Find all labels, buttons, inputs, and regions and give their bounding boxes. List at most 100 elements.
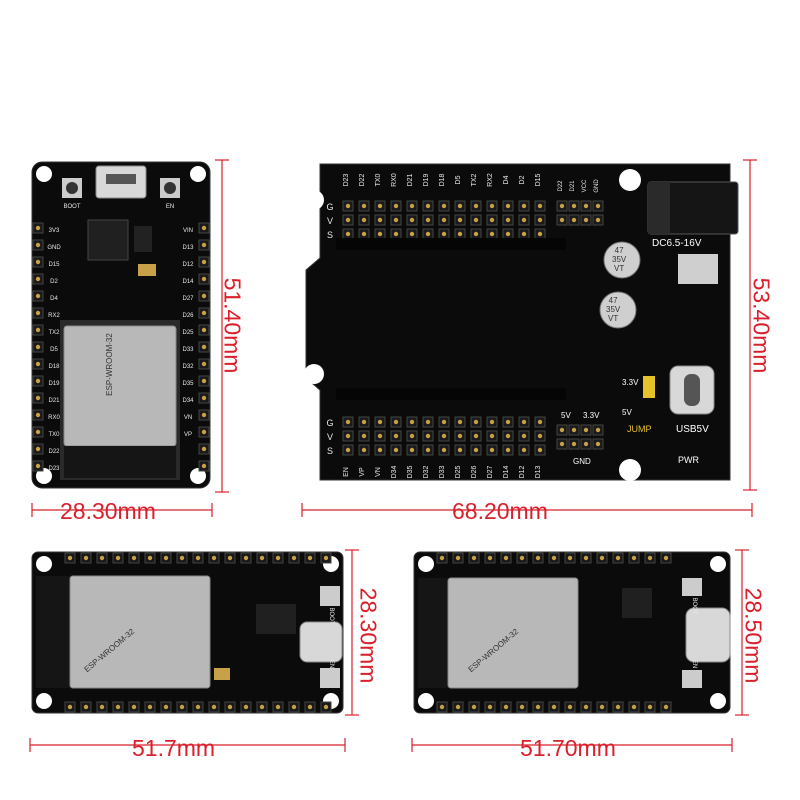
tl-width-label: 28.30mm (60, 498, 156, 524)
tl-pin-right-contact (201, 344, 207, 350)
tr-top-pin-label: RX0 (391, 173, 398, 187)
tr-bottom-pin-contact (409, 433, 415, 439)
tr-top-pin-contact (377, 217, 383, 223)
tr-top-pin-contact (489, 231, 495, 237)
tr-bottom-pin-contact (361, 433, 367, 439)
bl-pin-top-contact (211, 555, 217, 561)
br-pin-top-contact (455, 555, 461, 561)
bl-pin-top-contact (147, 555, 153, 561)
tr-aux-pin-contact (559, 203, 565, 209)
tr-bottom-pin-contact (457, 447, 463, 453)
tl-left-pin-label: D18 (48, 364, 60, 370)
bl-pin-bottom-contact (227, 704, 233, 710)
tl-right-pin-label: D35 (182, 381, 194, 387)
tr-top-pin-label: TX0 (375, 173, 382, 186)
tl-right-pin-label: VN (184, 415, 192, 421)
tl-right-pin-label: D32 (182, 364, 194, 370)
bl-pin-top-contact (67, 555, 73, 561)
tl-left-pin-label: D23 (48, 466, 60, 472)
tr-aux-pin-contact (595, 203, 601, 209)
tr-bottom-pin-contact (505, 447, 511, 453)
bl-pin-bottom-contact (147, 704, 153, 710)
tr-power-label: DC6.5-16V (652, 238, 702, 249)
tr-bottom-pin-contact (409, 447, 415, 453)
tr-top-pin-contact (473, 203, 479, 209)
tr-bottom-pin-contact (457, 433, 463, 439)
tr-bottom-pin-contact (345, 433, 351, 439)
br-pin-bottom-contact (503, 704, 509, 710)
tl-right-pin-label: D14 (182, 279, 194, 285)
tl-left-pin-label: TX0 (48, 432, 60, 438)
tr-aux-pin-label: D21 (570, 180, 576, 192)
tr-bottom-pin-contact (409, 419, 415, 425)
tr-bottom-pin-contact (361, 447, 367, 453)
tr-top-pin-contact (345, 203, 351, 209)
tr-power-pin-contact (571, 441, 577, 447)
br-pin-bottom-contact (567, 704, 573, 710)
tr-side-label: S (327, 230, 333, 240)
tr-power-pin-contact (595, 427, 601, 433)
tr-jump-label: JUMP (627, 424, 652, 434)
tr-bottom-pin-label: D34 (391, 465, 398, 478)
br-pin-top-contact (663, 555, 669, 561)
bl-pin-bottom-contact (131, 704, 137, 710)
tr-top-pin-contact (345, 217, 351, 223)
tr-aux-pin-contact (559, 217, 565, 223)
tl-right-pin-label: D25 (182, 330, 194, 336)
bl-height-label: 28.30mm (355, 587, 382, 684)
tr-bottom-pin-contact (473, 447, 479, 453)
tr-top-pin-contact (521, 217, 527, 223)
tr-jump-33-label: 3.3V (622, 378, 639, 387)
bl-pin-top-contact (99, 555, 105, 561)
tl-left-pin-label: 3V3 (49, 228, 60, 234)
tr-bottom-pin-contact (489, 447, 495, 453)
tl-right-pin-label: VP (184, 432, 192, 438)
tr-top-pin-contact (425, 203, 431, 209)
tr-bottom-pin-contact (425, 419, 431, 425)
bl-pin-top-contact (131, 555, 137, 561)
tr-bottom-pin-label: D32 (423, 465, 430, 478)
br-pin-bottom-contact (439, 704, 445, 710)
tr-bottom-pin-contact (425, 447, 431, 453)
tr-cap1-text: 47 35V VT (612, 246, 627, 273)
tr-top-pin-contact (473, 231, 479, 237)
bl-pin-top-contact (163, 555, 169, 561)
tr-bottom-pin-contact (521, 433, 527, 439)
tl-right-pin-label: D34 (182, 398, 194, 404)
tr-top-pin-contact (409, 217, 415, 223)
tr-top-pin-label: D19 (423, 173, 430, 186)
bl-pin-bottom-contact (115, 704, 121, 710)
tr-bottom-pin-contact (393, 419, 399, 425)
tr-side-label: G (326, 202, 333, 212)
br-pin-top-contact (439, 555, 445, 561)
tl-button-label: BOOT (63, 204, 80, 210)
tl-pin-right-contact (201, 412, 207, 418)
tl-pin-right-contact (201, 310, 207, 316)
bl-pin-top-contact (179, 555, 185, 561)
tr-pwr-label: PWR (678, 455, 699, 465)
br-pin-top-contact (471, 555, 477, 561)
br-pin-bottom-contact (599, 704, 605, 710)
tr-top-pin-contact (441, 217, 447, 223)
br-pin-top-contact (487, 555, 493, 561)
tr-top-pin-contact (441, 231, 447, 237)
tl-right-pin-label: D12 (182, 262, 194, 268)
br-pin-bottom-contact (583, 704, 589, 710)
tr-bottom-pin-label: D12 (519, 465, 526, 478)
tr-top-pin-contact (409, 203, 415, 209)
tl-pin-left-contact (35, 446, 41, 452)
tr-bottom-pin-contact (377, 433, 383, 439)
tr-aux-pin-contact (571, 217, 577, 223)
tr-bottom-pin-contact (441, 447, 447, 453)
tl-left-pin-label: GND (47, 245, 61, 251)
tr-top-pin-contact (377, 231, 383, 237)
bl-pin-bottom-contact (243, 704, 249, 710)
tl-pin-left-contact (35, 412, 41, 418)
tr-top-pin-contact (377, 203, 383, 209)
tr-bottom-pin-contact (345, 419, 351, 425)
tl-left-pin-label: D22 (48, 449, 60, 455)
br-pin-top-contact (647, 555, 653, 561)
bl-pin-bottom-contact (163, 704, 169, 710)
bl-pin-bottom-contact (179, 704, 185, 710)
